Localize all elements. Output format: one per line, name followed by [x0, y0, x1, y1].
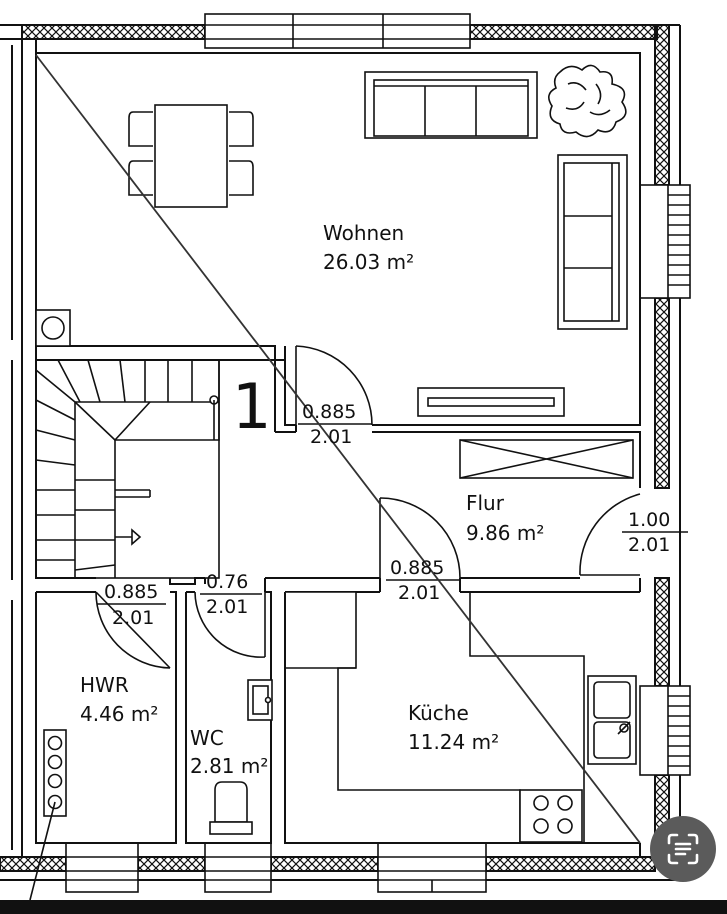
staircase: [35, 359, 220, 579]
door-height-kitchen: 2.01: [398, 582, 440, 604]
window-top: [204, 13, 471, 49]
dining-table: [128, 104, 254, 208]
wash-basin: [247, 679, 273, 721]
wohnen-walls: [35, 39, 641, 432]
room-name-hwr: HWR: [80, 673, 129, 697]
room-area-wohnen: 26.03 m²: [323, 250, 414, 274]
window-right-upper: [639, 184, 691, 299]
room-area-wc: 2.81 m²: [190, 754, 268, 778]
furniture-wohnen: [35, 64, 628, 417]
wall-bottom-1: [0, 856, 67, 872]
room-name-wohnen: Wohnen: [323, 221, 404, 245]
wall-bottom-2: [137, 856, 206, 872]
window-bottom-wc: [204, 842, 272, 893]
room-name-kueche: Küche: [408, 701, 469, 725]
toilet: [209, 781, 253, 835]
sideboard: [417, 387, 565, 417]
stove: [519, 789, 583, 843]
plant: [548, 64, 627, 138]
sofa-top: [364, 71, 538, 139]
labels: Wohnen 26.03 m² Flur 9.86 m² Küche 11.24…: [80, 221, 670, 778]
wall-right-mid: [654, 297, 670, 489]
wardrobe-flur: [459, 439, 634, 479]
door-wc-swing: [194, 591, 266, 658]
door-wohnen-swing: [295, 345, 373, 426]
chimney-flue: [35, 309, 71, 347]
kitchen-furniture: [285, 591, 637, 843]
room-name-flur: Flur: [466, 491, 505, 515]
windows: [65, 13, 691, 893]
window-bottom-hwr: [65, 842, 139, 893]
room-name-wc: WC: [190, 726, 224, 750]
door-height-entrance: 2.01: [628, 534, 670, 556]
door-width-wohnen: 0.885: [302, 401, 356, 423]
window-bottom-kitchen: [377, 842, 487, 893]
stair-number: 1: [232, 370, 271, 443]
room-area-hwr: 4.46 m²: [80, 702, 158, 726]
door-height-wohnen: 2.01: [310, 426, 352, 448]
room-area-kueche: 11.24 m²: [408, 730, 499, 754]
wall-top-left: [21, 24, 206, 40]
door-width-entrance: 1.00: [628, 509, 670, 531]
door-height-hwr: 2.01: [112, 607, 154, 629]
wall-bottom-4: [485, 856, 656, 872]
door-entrance-swing: [579, 493, 641, 576]
wall-top-right: [469, 24, 658, 40]
doors: [95, 345, 641, 669]
text-scan-icon: [667, 833, 699, 865]
wc-fixtures: [209, 679, 273, 835]
wall-bottom-3: [270, 856, 379, 872]
hwr-fixtures: [29, 729, 67, 901]
window-right-lower: [639, 685, 691, 776]
door-width-hwr: 0.885: [104, 581, 158, 603]
text-scan-button[interactable]: [650, 816, 716, 882]
door-height-wc: 2.01: [206, 596, 248, 618]
sofa-right: [557, 154, 628, 330]
door-width-wc: 0.76: [206, 571, 248, 593]
door-kitchen-swing: [379, 497, 461, 579]
door-label-rules: [97, 423, 688, 605]
utility-rack: [43, 729, 67, 817]
room-area-flur: 9.86 m²: [466, 521, 544, 545]
bottom-black-bar: [0, 900, 727, 914]
door-width-kitchen: 0.885: [390, 557, 444, 579]
kitchen-sink: [587, 675, 637, 765]
wall-right-lower: [654, 577, 670, 687]
wall-right-upper: [654, 24, 670, 186]
diagonal-section-line: [35, 54, 641, 844]
